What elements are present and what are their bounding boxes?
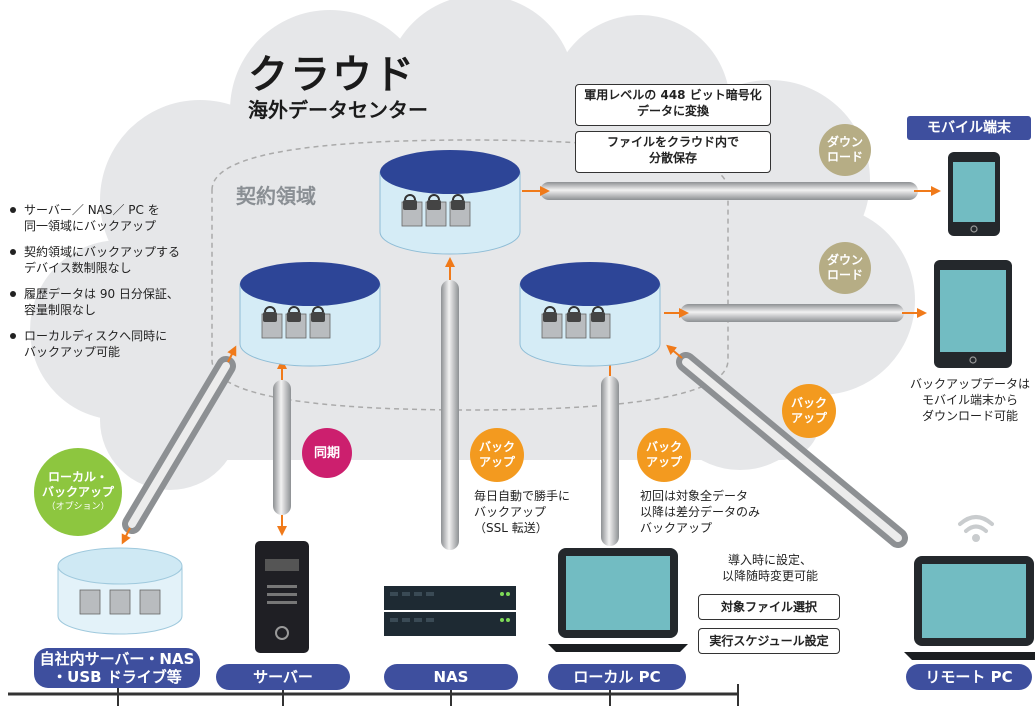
backup-badge-remote: バックアップ <box>782 384 836 438</box>
distributed-storage-line2: 分散保存 <box>648 151 697 165</box>
wifi-icon <box>958 515 994 542</box>
circle-line: 同期 <box>313 445 340 461</box>
server-label: サーバー <box>216 664 350 690</box>
circle-line: ロード <box>826 150 863 164</box>
feature-line: デバイス数制限なし <box>24 261 132 275</box>
database-top <box>379 150 521 255</box>
note-line: ダウンロード可能 <box>921 409 1018 423</box>
feature-list: サーバー／ NAS／ PC を同一領域にバックアップ 契約領域にバックアップする… <box>8 202 208 370</box>
local-pc-label: ローカル PC <box>548 664 686 690</box>
cloud-title: クラウド <box>248 52 416 98</box>
database-right <box>519 262 661 367</box>
circle-line: アップ <box>790 411 827 425</box>
feature-line: バックアップ可能 <box>24 345 121 359</box>
remote-pc-label: リモート PC <box>906 664 1032 690</box>
circle-line: ロード <box>826 268 863 282</box>
pipe-db-to-tablet <box>664 304 927 322</box>
pipe-nas <box>441 257 459 550</box>
schedule-setting-button[interactable]: 実行スケジュール設定 <box>698 628 840 654</box>
circle-line: （オプション） <box>46 501 110 512</box>
feature-item: 履歴データは 90 日分保証、容量制限なし <box>8 286 208 318</box>
circle-line: ダウン <box>826 135 863 149</box>
download-badge-tablet: ダウンロード <box>819 242 871 294</box>
pipe-db-to-phone <box>522 182 941 200</box>
feature-item: サーバー／ NAS／ PC を同一領域にバックアップ <box>8 202 208 234</box>
pipe-remote-pc <box>666 344 908 548</box>
feature-line: 契約領域にバックアップする <box>24 245 181 259</box>
note-line: バックアップ <box>640 521 713 535</box>
mobile-device-badge: モバイル端末 <box>907 116 1031 140</box>
download-badge-phone: ダウンロード <box>819 124 871 176</box>
encryption-info-box: 軍用レベルの 448 ビット暗号化 データに変換 <box>575 84 771 126</box>
circle-line: アップ <box>478 455 515 469</box>
note-line: 以降は差分データのみ <box>640 505 761 519</box>
note-line: モバイル端末から <box>921 393 1018 407</box>
feature-line: サーバー／ NAS／ PC を <box>24 203 160 217</box>
nas-icon <box>384 586 516 636</box>
feature-line: 履歴データは 90 日分保証、 <box>24 287 179 301</box>
smartphone-icon <box>948 152 1000 236</box>
cloud-subtitle: 海外データセンター <box>248 98 428 122</box>
in-house-label: 自社内サーバー・NAS ・USB ドライブ等 <box>34 648 200 688</box>
pipe-server <box>273 359 291 536</box>
distributed-storage-box: ファイルをクラウド内で 分散保存 <box>575 131 771 173</box>
target-file-select-button[interactable]: 対象ファイル選択 <box>698 594 840 620</box>
mobile-download-note: バックアップデータは モバイル端末から ダウンロード可能 <box>906 376 1034 424</box>
circle-line: バック <box>478 440 515 454</box>
pc-backup-note: 初回は対象全データ 以降は差分データのみ バックアップ <box>640 488 760 536</box>
server-tower-icon <box>255 541 309 653</box>
note-line: 毎日自動で勝手に <box>474 489 571 503</box>
in-house-storage-icon <box>57 547 183 635</box>
feature-line: ローカルディスクへ同時に <box>24 329 168 343</box>
nas-label: NAS <box>384 664 518 690</box>
feature-item: ローカルディスクへ同時にバックアップ可能 <box>8 328 208 360</box>
note-line: バックアップデータは <box>909 377 1030 391</box>
feature-line: 同一領域にバックアップ <box>24 219 157 233</box>
backup-badge-nas: バックアップ <box>470 428 524 482</box>
pipe-in-house <box>121 345 237 545</box>
circle-line: バックアップ <box>41 484 114 499</box>
note-line: 初回は対象全データ <box>640 489 749 503</box>
backup-badge-pc: バックアップ <box>637 428 691 482</box>
nas-backup-note: 毎日自動で勝手に バックアップ （SSL 転送） <box>474 488 570 536</box>
note-line: バックアップ <box>474 505 547 519</box>
setup-note: 導入時に設定、 以降随時変更可能 <box>712 552 828 584</box>
circle-line: ローカル・ <box>47 469 108 484</box>
database-left <box>239 262 381 367</box>
circle-line: バック <box>645 440 682 454</box>
note-line: （SSL 転送） <box>474 521 548 535</box>
local-laptop-icon <box>548 548 688 652</box>
distributed-storage-line1: ファイルをクラウド内で <box>606 135 739 149</box>
encryption-info-line2: データに変換 <box>636 104 709 118</box>
encryption-info-line1: 軍用レベルの 448 ビット暗号化 <box>584 88 762 102</box>
note-line: 導入時に設定、 <box>727 553 812 567</box>
label-line: ・USB ドライブ等 <box>52 668 182 686</box>
tablet-icon <box>934 260 1012 368</box>
feature-line: 容量制限なし <box>24 303 97 317</box>
cloud-shape <box>30 0 915 490</box>
circle-line: アップ <box>645 455 682 469</box>
circle-line: バック <box>790 396 827 410</box>
sync-badge: 同期 <box>302 428 352 478</box>
remote-laptop-icon <box>904 556 1035 660</box>
note-line: 以降随時変更可能 <box>721 569 818 583</box>
circle-line: ダウン <box>826 253 863 267</box>
feature-item: 契約領域にバックアップするデバイス数制限なし <box>8 244 208 276</box>
local-backup-badge: ローカル・ バックアップ （オプション） <box>34 448 122 536</box>
contract-area-label: 契約領域 <box>236 184 316 208</box>
pipe-local-pc <box>601 355 619 546</box>
label-line: 自社内サーバー・NAS <box>39 650 195 668</box>
